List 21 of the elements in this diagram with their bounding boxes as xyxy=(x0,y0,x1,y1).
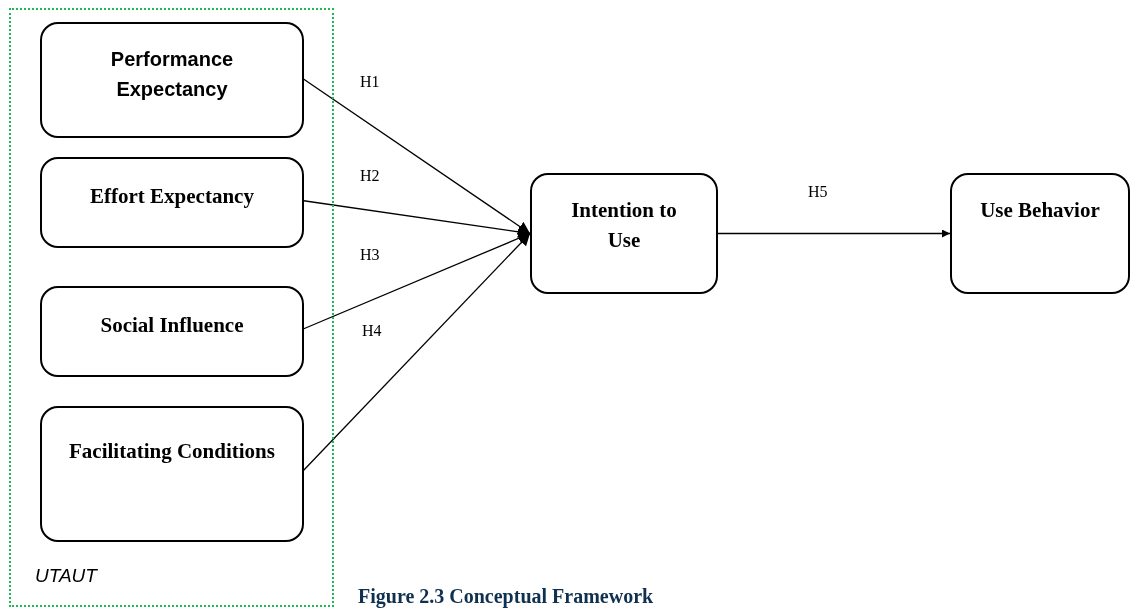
construct-label: Intention to Use xyxy=(570,197,678,254)
construct-label: Effort Expectancy xyxy=(90,183,254,210)
group-label: UTAUT xyxy=(35,565,97,587)
edge-label: H2 xyxy=(360,167,380,185)
construct-label: Facilitating Conditions xyxy=(69,438,275,465)
arrow xyxy=(717,229,951,238)
figure-caption: Figure 2.3 Conceptual Framework xyxy=(358,585,654,608)
construct-label: Social Influence xyxy=(100,312,244,339)
edge-label: H4 xyxy=(362,322,382,340)
edge-label: H5 xyxy=(808,183,828,201)
construct-box xyxy=(530,173,718,294)
construct-box xyxy=(40,22,304,138)
construct-label: Performance Expectancy xyxy=(109,47,235,102)
construct-box xyxy=(40,286,304,377)
group-frame xyxy=(9,8,334,607)
construct-box xyxy=(950,173,1130,294)
construct-label: Use Behavior xyxy=(980,197,1100,224)
edge-label: H3 xyxy=(360,246,380,264)
construct-box xyxy=(40,157,304,248)
edge-label: H1 xyxy=(360,73,380,91)
construct-box xyxy=(40,406,304,542)
